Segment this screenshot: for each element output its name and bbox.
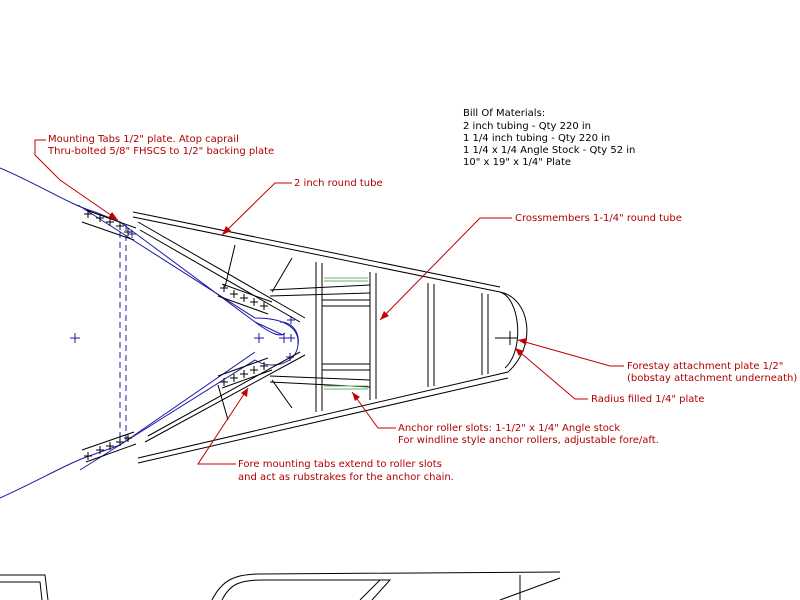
- label-anchor-roller-2: For windline style anchor rollers, adjus…: [398, 435, 659, 446]
- bom-item: 1 1/4 x 1/4 Angle Stock - Qty 52 in: [463, 145, 635, 156]
- label-mounting-tabs-2: Thru-bolted 5/8" FHSCS to 1/2" backing p…: [47, 146, 274, 157]
- bom-item: 2 inch tubing - Qty 220 in: [463, 121, 591, 132]
- label-radius: Radius filled 1/4" plate: [591, 394, 704, 405]
- bolt-hardware: [324, 277, 368, 390]
- bill-of-materials: Bill Of Materials: 2 inch tubing - Qty 2…: [463, 108, 635, 168]
- annotation-leaders: [34, 139, 624, 465]
- bowsprit-frame: [132, 211, 528, 464]
- label-fore-tabs-1: Fore mounting tabs extend to roller slot…: [238, 459, 442, 470]
- mounting-tab-bolts: [81, 209, 273, 463]
- label-anchor-roller-1: Anchor roller slots: 1-1/2" x 1/4" Angle…: [398, 423, 620, 434]
- label-forestay-1: Forestay attachment plate 1/2": [627, 361, 783, 372]
- lower-hull-fragment: [0, 571, 561, 600]
- bom-item: 10" x 19" x 1/4" Plate: [463, 157, 571, 168]
- label-crossmembers: Crossmembers 1-1/4" round tube: [515, 213, 682, 224]
- bom-item: 1 1/4 inch tubing - Qty 220 in: [463, 133, 610, 144]
- label-forestay-2: (bobstay attachment underneath): [627, 373, 797, 384]
- bom-title: Bill Of Materials:: [463, 108, 545, 119]
- annotations: Mounting Tabs 1/2" plate. Atop caprail T…: [47, 134, 797, 483]
- hull-lines: [0, 167, 299, 499]
- center-marks: [70, 230, 295, 361]
- label-round-tube: 2 inch round tube: [294, 178, 383, 189]
- label-mounting-tabs-1: Mounting Tabs 1/2" plate. Atop caprail: [48, 134, 239, 145]
- label-fore-tabs-2: and act as rubstrakes for the anchor cha…: [238, 472, 454, 483]
